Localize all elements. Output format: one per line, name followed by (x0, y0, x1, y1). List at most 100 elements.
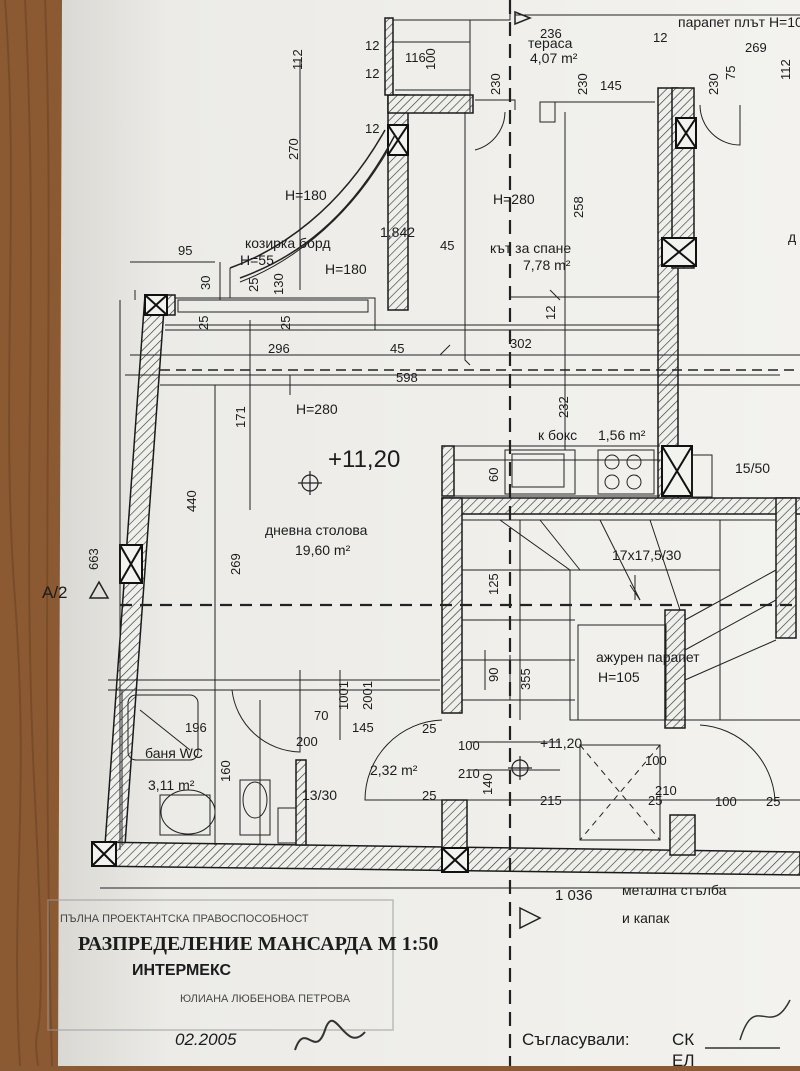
wall-stair-core (664, 609, 686, 729)
dim: 236 (540, 26, 562, 41)
column-box-6 (91, 841, 117, 867)
note-metal-stair: метална стълба (622, 882, 727, 898)
dim: 45 (440, 238, 454, 253)
dim: 116 (405, 50, 426, 65)
dim: 258 (571, 196, 586, 218)
wall-kitchen-left (441, 445, 455, 497)
dim: 1001 (336, 681, 351, 710)
dim: 145 (600, 78, 622, 93)
note-visor: козирка борд (245, 235, 330, 251)
approval-signature (705, 999, 791, 1049)
note-h180-b: H=180 (325, 261, 367, 277)
dim: 25 (422, 788, 436, 803)
dim: 60 (486, 468, 501, 482)
dim-total: 1 036 (555, 887, 593, 904)
title-block: ПЪЛНА ПРОЕКТАНТСКА ПРАВОСПОСОБНОСТ ЮЛИАН… (47, 899, 791, 1070)
dim: 30 (198, 276, 213, 290)
firm-name: ИНТЕРМЕКС (132, 962, 232, 979)
dim: 269 (745, 40, 767, 55)
dim: 25 (648, 793, 662, 808)
dim: 112 (778, 59, 793, 80)
column-box-8 (661, 445, 693, 497)
dim: 230 (575, 73, 590, 95)
room-name-bath: баня WC (145, 745, 203, 761)
approved-label: Съгласували: (522, 1030, 630, 1049)
dim: 12 (653, 30, 667, 45)
dimension-labels: 236 269 12 12 12 12 12 116 100 112 112 2… (86, 26, 793, 904)
column-box-5 (119, 544, 143, 584)
column-box-3 (675, 117, 697, 149)
note-chimney: 15/50 (735, 460, 770, 476)
dim: 270 (286, 138, 301, 160)
note-13-30: 13/30 (302, 787, 337, 803)
room-name-kitchen: к бокс (538, 427, 577, 443)
room-area-bath: 3,11 m² (148, 777, 195, 793)
note-open-rail-h: H=105 (598, 669, 640, 685)
stamp-line-1: ПЪЛНА ПРОЕКТАНТСКА ПРАВОСПОСОБНОСТ (60, 913, 309, 925)
dim: 210 (655, 783, 677, 798)
dim: 25 (278, 316, 293, 330)
note-level-main: +11,20 (328, 446, 400, 473)
dim: 663 (86, 548, 101, 570)
note-h280-a: H=280 (493, 191, 535, 207)
dim: 598 (396, 370, 418, 385)
section-marks (88, 10, 542, 930)
stamp-line-2: ЮЛИАНА ЛЮБЕНОВА ПЕТРОВА (180, 993, 351, 1005)
wood-grain (4, 0, 53, 1067)
wall-hall-left (441, 799, 468, 851)
dim: 355 (518, 668, 533, 690)
dim: 130 (271, 273, 286, 295)
note-parapet: парапет плът H=105 (678, 14, 800, 30)
wall-terrace-left (384, 17, 394, 96)
section-mark-label: A/2 (42, 583, 68, 602)
dim: 140 (480, 773, 495, 795)
dim: 25 (246, 278, 261, 292)
dim: 210 (458, 766, 480, 781)
room-area-living: 19,60 m² (295, 542, 351, 558)
dim: 12 (365, 38, 379, 53)
dim: 196 (185, 720, 207, 735)
wall-stair-top (441, 497, 800, 515)
dim: 75 (723, 66, 738, 80)
signature (294, 1020, 366, 1051)
dim: 160 (218, 760, 233, 782)
note-h180-a: H=180 (285, 187, 327, 203)
room-name-living: дневна столова (265, 522, 368, 538)
column-box-4 (661, 237, 697, 267)
approved-code-1: СК (672, 1030, 694, 1049)
room-name-terrace: тераса (528, 35, 573, 51)
wall-stair-right (775, 497, 797, 639)
note-stair: 17x17,5/30 (612, 547, 681, 563)
note-visor-h: H=55 (240, 252, 274, 268)
dim: 12 (543, 306, 558, 320)
note-metal-stair-2: и капак (622, 910, 670, 926)
dim: 25 (196, 316, 211, 330)
dim: 230 (488, 73, 503, 95)
room-area-terrace: 4,07 m² (530, 50, 578, 66)
dim: 269 (228, 553, 243, 575)
note-edge-letter: д (788, 229, 796, 245)
dim: 230 (706, 73, 721, 95)
dim: 200 (296, 734, 318, 749)
dim: 25 (422, 721, 436, 736)
thin-lines (100, 0, 800, 1066)
dim: 112 (290, 49, 305, 70)
section-triangle-top (514, 10, 533, 26)
dim: 125 (486, 573, 501, 595)
dim: 12 (365, 66, 379, 81)
room-area-kitchen: 1,56 m² (598, 427, 646, 443)
approved-code-2: ЕЛ (672, 1051, 695, 1066)
dim: 440 (184, 490, 199, 512)
dim: 296 (268, 341, 290, 356)
column-box-7 (441, 847, 469, 873)
wall-terrace-bottom (387, 94, 474, 114)
dim: 70 (314, 708, 328, 723)
wall-hall-right (669, 814, 696, 856)
note-open-rail: ажурен парапет (596, 649, 700, 665)
dim: 302 (510, 336, 532, 351)
dim: 100 (715, 794, 737, 809)
dim: 145 (352, 720, 374, 735)
section-triangle-bottom (519, 906, 542, 930)
